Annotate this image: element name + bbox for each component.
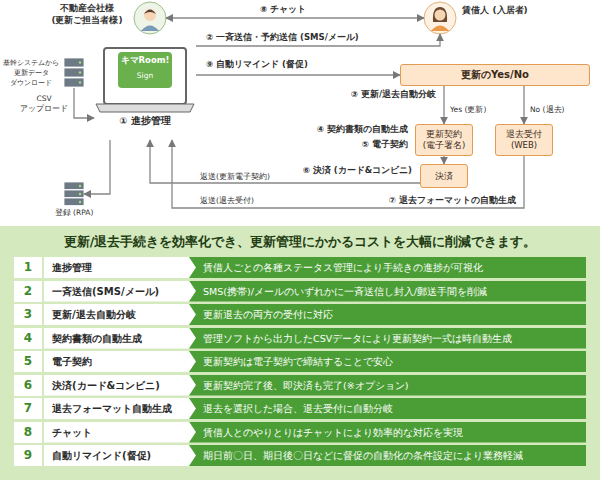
feature-row: 9自動リマインド(督促)期日前〇日、期日後〇日などに督促の自動化の条件設定により… [14,445,586,466]
node-text: 期日前〇日、期日後〇日などに督促の自動化の条件設定により業務軽減 [189,445,586,466]
node-text: キマRoom! [94,55,196,66]
node-text: 不動産会社様 (更新ご担当者様) [44,3,130,26]
node-text: 自動リマインド(督促) [44,445,196,466]
edge-label: 返送(更新電子契約) [198,171,272,182]
flow-arrow [523,86,524,124]
feature-row: 8チャット賃借人とのやりとりはチャットにより効率的な対応を実現 [14,422,586,443]
node-text: 一斉送信(SMS/メール) [44,281,196,302]
node-text: 更新契約は電子契約で締結することで安心 [189,351,586,372]
laptop-base [96,104,194,112]
callout-label: ④ 契約書類の自動生成 [315,124,410,135]
node-text: 登録 (RPA) [48,208,100,218]
feature-row: 1進捗管理賃借人ごとの各種ステータス管理により手続きの進捗が可視化 [14,257,586,278]
node-text: 進捗管理 [44,257,196,278]
node-text: SMS(携帯)/メールのいずれかに一斉送信し封入/郵送手間を削減 [189,281,586,302]
node-text: 退去フォーマット自動生成 [44,398,196,419]
process-box: 退去受付 (WEB) [495,124,553,156]
node-text: 7 [14,398,42,419]
flow-arrow [74,88,94,118]
person-head [144,9,156,21]
process-box: 決済 [420,164,468,188]
flow-arrow [196,74,400,75]
node-text: 更新退去の両方の受付に対応 [189,304,586,325]
node-text: 1 [14,257,42,278]
callout-label: ③ 更新/退去自動分岐 [349,89,438,100]
node-text: 賃借人とのやりとりはチャットにより効率的な対応を実現 [189,422,586,443]
edge-label: ⑨ 自動リマインド (督促) [204,59,310,70]
node-text: 更新/退去手続きを効率化でき、更新管理にかかるコストを大幅に削減できます。 [0,226,600,257]
flow-arrow [150,140,420,183]
summary-panel: 更新/退去手続きを効率化でき、更新管理にかかるコストを大幅に削減できます。1進捗… [0,226,600,480]
server-icon [64,58,84,206]
node-text: 6 [14,375,42,396]
server-lights [79,61,81,203]
callout-label: ⑦ 退去フォーマットの自動生成 [387,195,518,206]
node-text: 更新契約完了後、即決済も完了(※オプション) [189,375,586,396]
person-node: 賃借人 (入居者) [424,2,456,34]
node-text: 退去受付 (WEB) [499,129,549,151]
node-text: 9 [14,445,42,466]
callout-label: ⑥ 決済 (カード&コンビニ) [301,165,414,176]
node-text: ① 進捗管理 [94,115,196,127]
edge-label: ② 一斉送信・予約送信 (SMS/メール) [204,32,361,43]
person-hair [433,7,447,22]
feature-row: 3更新/退去自動分岐更新退去の両方の受付に対応 [14,304,586,325]
node-text: 決済 [435,171,453,182]
edge-label: No (退去) [528,104,566,115]
feature-row: 6決済(カード&コンビニ)更新契約完了後、即決済も完了(※オプション) [14,375,586,396]
edge-label: Yes (更新) [448,104,488,115]
callout-label: ⑤ 電子契約 [360,139,410,150]
node-text: 4 [14,328,42,349]
decision-box: 更新のYes/No [400,64,590,86]
node-text: 退去を選択した場合、退去受付に自動分岐 [189,398,586,419]
node-text: 2 [14,281,42,302]
person-icon [424,2,456,34]
person-node: 不動産会社様 (更新ご担当者様) [134,2,166,34]
server-node: 登録 (RPA) [64,182,84,206]
node-text: 電子契約 [44,351,196,372]
feature-row: 5電子契約更新契約は電子契約で締結することで安心 [14,351,586,372]
node-text: 更新契約 (電子署名) [419,129,469,151]
person-hair [144,10,156,15]
node-text: 3 [14,304,42,325]
flow-arrow [443,86,444,124]
process-box: 更新契約 (電子署名) [415,124,473,156]
node-text: 契約書類の自動生成 [44,328,196,349]
person-head [435,10,446,21]
node-text: 更新/退去自動分岐 [44,304,196,325]
feature-row: 7退去フォーマット自動生成退去を選択した場合、退去受付に自動分岐 [14,398,586,419]
flow-arrow [84,140,110,194]
edge-label: ⑧ チャット [258,4,308,15]
node-text: チャット [44,422,196,443]
node-text: Sign [94,71,196,81]
node-text: 管理ソフトから出力したCSVデータにより更新契約一式は時自動生成 [189,328,586,349]
node-text: 更新のYes/No [461,69,529,81]
person-body [431,26,449,32]
feature-row: 4契約書類の自動生成管理ソフトから出力したCSVデータにより更新契約一式は時自動… [14,328,586,349]
node-text: 賃借人 (入居者) [462,5,528,17]
person-body [141,26,159,32]
flow-arrow [166,17,424,18]
node-text: 5 [14,351,42,372]
edge-label: CSV アップロード [14,94,74,114]
flow-arrow [443,156,444,164]
node-text: 決済(カード&コンビニ) [44,375,196,396]
feature-row: 2一斉送信(SMS/メール)SMS(携帯)/メールのいずれかに一斉送信し封入/郵… [14,281,586,302]
server-node: 基幹システムから 更新データ ダウンロード [64,58,84,88]
person-icon [134,2,166,34]
node-text: 基幹システムから 更新データ ダウンロード [2,58,60,88]
node-text: 賃借人ごとの各種ステータス管理により手続きの進捗が可視化 [189,257,586,278]
edge-label: 返送(退去受付) [198,195,256,206]
node-text: 8 [14,422,42,443]
laptop-node: キマRoom! Sign ① 進捗管理 [94,42,196,140]
